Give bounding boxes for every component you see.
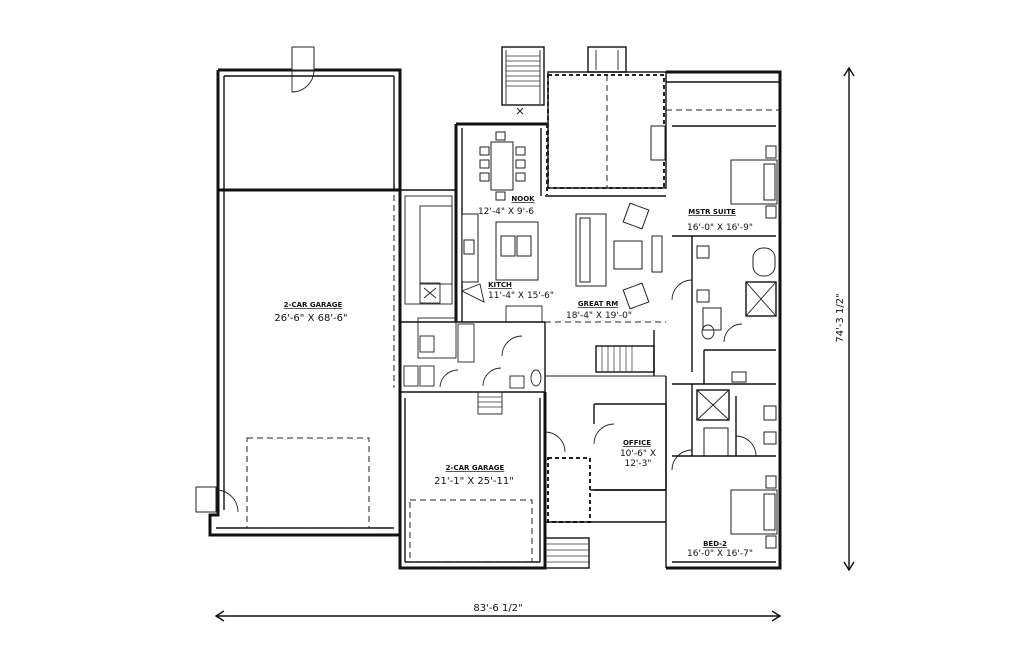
garage-small-size: 21'-1" X 25'-11" [434, 476, 514, 487]
overall-width-label: 83'-6 1/2" [473, 603, 522, 614]
garage-small-title: 2-CAR GARAGE [446, 464, 505, 472]
large-garage [195, 46, 402, 537]
nook-title: NOOK [511, 195, 535, 203]
kitch-size: 11'-4" X 15'-6" [488, 291, 554, 301]
mstr-suite-size: 16'-0" X 16'-9" [687, 223, 753, 233]
office-size-line2: 12'-3" [624, 459, 651, 469]
room-labels: 2-CAR GARAGE 26'-6" X 68'-6" 2-CAR GARAG… [274, 195, 753, 559]
mudroom [400, 317, 545, 415]
garage-large-title: 2-CAR GARAGE [284, 301, 343, 309]
office-title: OFFICE [623, 439, 651, 447]
overall-depth-label: 74'-3 1/2" [835, 293, 846, 342]
width-dimension: 83'-6 1/2" [214, 603, 782, 622]
great-rm-size: 18'-4" X 19'-0" [566, 311, 632, 321]
garage-large-size: 26'-6" X 68'-6" [274, 313, 347, 324]
kitch-title: KITCH [488, 281, 512, 289]
kitchen-area [400, 46, 548, 323]
mstr-suite-title: MSTR SUITE [688, 208, 736, 216]
depth-dimension: 74'-3 1/2" [835, 66, 855, 572]
bed2-title: BED-2 [703, 540, 727, 548]
great-room-area [544, 46, 667, 392]
great-rm-title: GREAT RM [578, 300, 618, 308]
bed2-size: 16'-0" X 16'-7" [687, 549, 753, 559]
office [544, 376, 667, 569]
right-wing [650, 70, 782, 570]
nook-size: 12'-4" X 9'-6 [478, 207, 534, 217]
office-size-line1: 10'-6" X [620, 449, 656, 459]
